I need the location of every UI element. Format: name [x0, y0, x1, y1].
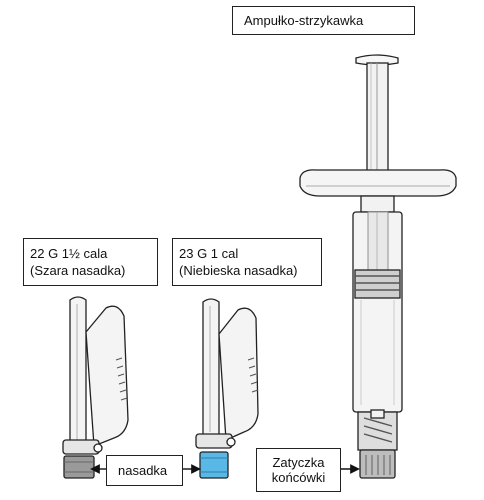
gray-needle-gauge: 22 G 1½ cala	[30, 246, 108, 261]
blue-cap	[199, 451, 229, 479]
safety-needle-gray	[62, 296, 129, 479]
plunger-stopper	[354, 269, 401, 299]
syringe-label: Ampułko-strzykawka	[232, 6, 415, 35]
tip-cap-label-line1: Zatyczka	[272, 455, 325, 470]
gray-needle-cap-text: (Szara nasadka)	[30, 263, 126, 278]
prefilled-syringe	[299, 54, 457, 479]
gray-needle-label: 22 G 1½ cala (Szara nasadka)	[23, 238, 158, 286]
cap-label: nasadka	[106, 455, 183, 486]
safety-needle-blue	[195, 298, 259, 479]
finger-flange	[299, 169, 457, 197]
blue-needle-cap-text: (Niebieska nasadka)	[179, 263, 298, 278]
tip-cap-label: Zatyczka końcówki	[256, 448, 341, 492]
blue-needle-label: 23 G 1 cal (Niebieska nasadka)	[172, 238, 322, 286]
gray-cap	[63, 455, 95, 479]
tip-cap-label-line2: końcówki	[271, 470, 326, 485]
blue-needle-gauge: 23 G 1 cal	[179, 246, 239, 261]
